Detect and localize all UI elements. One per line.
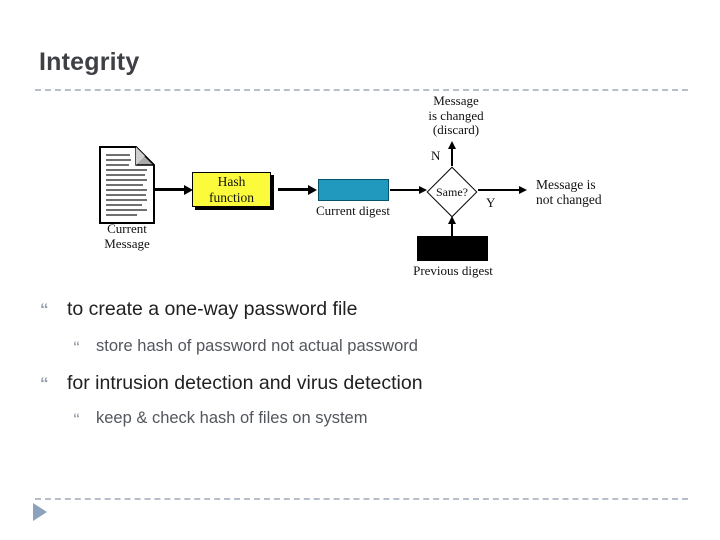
page-title: Integrity (39, 48, 140, 76)
bullet-text: for intrusion detection and virus detect… (67, 372, 423, 394)
sub-bullet-text: store hash of password not actual passwo… (96, 337, 418, 355)
bullet-item-1: “ to create a one-way password file (40, 296, 690, 323)
footer-divider (35, 498, 688, 500)
current-digest-box (318, 179, 389, 201)
yes-label: Y (486, 195, 496, 210)
title-divider (35, 89, 688, 91)
arrowhead-previous-to-decision (448, 216, 456, 224)
bullet-glyph-icon: “ (40, 374, 49, 393)
previous-digest-box (417, 236, 488, 261)
bullet-glyph-icon: “ (40, 300, 49, 319)
arrowhead-doc-to-hash (184, 185, 193, 195)
sub-bullet-item-1: “ store hash of password not actual pass… (73, 335, 690, 358)
arrow-hash-to-digest (278, 188, 309, 191)
bullet-item-2: “ for intrusion detection and virus dete… (40, 370, 690, 397)
bullet-glyph-icon: “ (73, 338, 80, 354)
message-changed-label: Message is changed (discard) (428, 93, 484, 137)
arrowhead-yes-branch (519, 186, 527, 194)
arrowhead-hash-to-digest (308, 185, 317, 195)
sub-bullet-text: keep & check hash of files on system (96, 409, 368, 427)
bullet-text: to create a one-way password file (67, 298, 358, 320)
arrow-digest-to-decision (390, 189, 420, 191)
no-label: N (431, 148, 441, 163)
sub-bullet-item-2: “ keep & check hash of files on system (73, 407, 690, 430)
current-message-label: Current Message (104, 221, 150, 251)
bullet-list: “ to create a one-way password file “ st… (40, 296, 690, 430)
arrow-previous-to-decision (451, 223, 453, 236)
arrow-doc-to-hash (155, 188, 186, 191)
bullet-glyph-icon: “ (73, 410, 80, 426)
hash-function-box: Hash function (192, 172, 271, 207)
corner-arrow-icon (33, 503, 47, 521)
previous-digest-label: Previous digest (413, 263, 493, 278)
arrow-no-branch (451, 148, 453, 166)
arrowhead-digest-to-decision (419, 186, 427, 194)
message-not-changed-label: Message is not changed (536, 177, 602, 207)
decision-label: Same? (436, 185, 468, 199)
document-icon (99, 145, 156, 229)
current-digest-label: Current digest (315, 203, 390, 218)
arrow-yes-branch (478, 189, 519, 191)
arrowhead-no-branch (448, 141, 456, 149)
